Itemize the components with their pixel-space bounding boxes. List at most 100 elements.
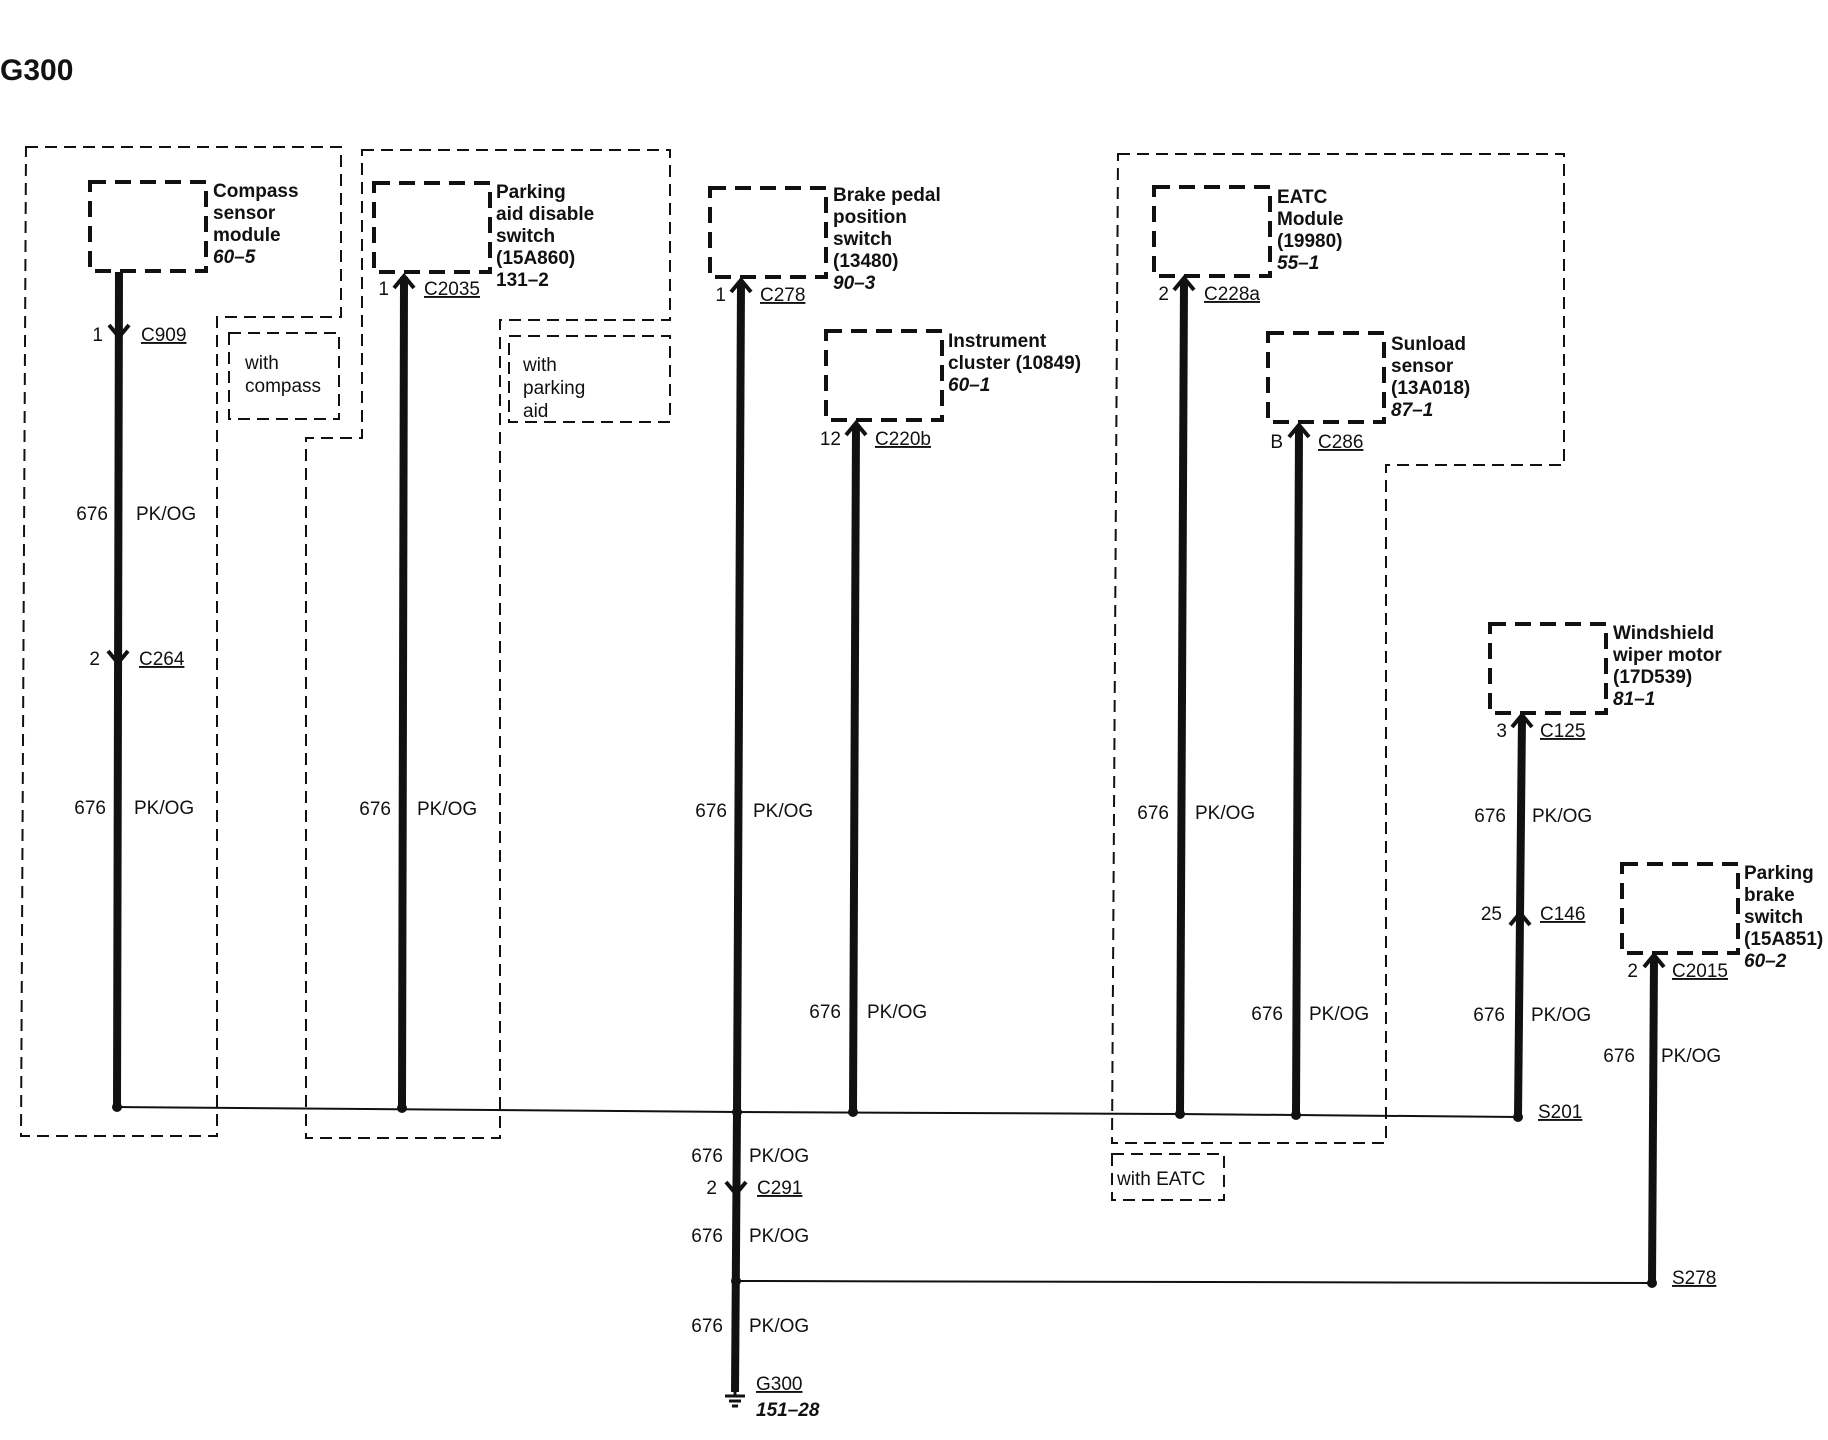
svg-text:module: module [213,225,281,246]
component-label-sunload: Sunload sensor (13A018) 87–1 [1391,334,1470,421]
eatc-module-box [1152,185,1272,278]
svg-text:PK/OG: PK/OG [134,798,194,819]
svg-text:C264: C264 [139,649,185,670]
svg-text:PK/OG: PK/OG [1531,1005,1591,1026]
splice-node-s201 [1513,1112,1523,1122]
svg-text:676: 676 [359,799,391,820]
svg-text:1: 1 [715,285,726,306]
svg-text:(13A018): (13A018) [1391,378,1470,399]
wire-label: 676 PK/OG [1137,803,1255,824]
wire-label: 676 PK/OG [809,1002,927,1023]
svg-text:wiper motor: wiper motor [1612,645,1722,666]
svg-text:cluster (10849): cluster (10849) [948,353,1081,374]
svg-text:with: with [244,353,279,374]
svg-text:3: 3 [1496,721,1507,742]
svg-text:position: position [833,207,907,228]
svg-text:compass: compass [245,376,321,397]
wire-label: 676 PK/OG [691,1226,809,1247]
svg-text:(15A851): (15A851) [1744,929,1823,950]
svg-text:676: 676 [74,798,106,819]
svg-text:PK/OG: PK/OG [749,1226,809,1247]
option-label-compass: with compass [244,353,321,397]
svg-text:1: 1 [378,279,389,300]
wire-label: 676 PK/OG [1603,1046,1721,1067]
svg-text:Windshield: Windshield [1613,623,1714,644]
sunload-sensor-box [1266,331,1386,424]
svg-text:676: 676 [1603,1046,1635,1067]
connector-c220b: 12 C220b [820,429,931,450]
svg-text:2: 2 [89,649,100,670]
svg-text:2: 2 [706,1178,717,1199]
wire-label: 676 PK/OG [695,801,813,822]
instrument-cluster-box [824,329,944,422]
svg-text:60–5: 60–5 [213,247,256,268]
wire-label: 676 PK/OG [1474,806,1592,827]
svg-text:G300: G300 [756,1374,802,1395]
svg-text:676: 676 [1474,806,1506,827]
svg-text:151–28: 151–28 [756,1400,820,1421]
wire-ground-trunk [731,1111,741,1393]
svg-text:C291: C291 [757,1178,802,1199]
connector-c228a: 2 C228a [1158,284,1260,305]
wire-label: 676 PK/OG [76,504,196,525]
ground-bus-main [116,1106,1519,1118]
splice-node [112,1102,122,1112]
brake-pedal-switch-box [708,186,828,279]
connector-c286: B C286 [1270,432,1363,453]
connector-c2035: 1 C2035 [378,279,480,300]
connector-chevron-c286 [1287,421,1311,439]
svg-text:parking: parking [523,378,585,399]
svg-text:PK/OG: PK/OG [1532,806,1592,827]
svg-text:25: 25 [1481,904,1502,925]
svg-text:(13480): (13480) [833,251,899,272]
svg-text:C2035: C2035 [424,279,480,300]
connector-c125: 3 C125 [1496,721,1585,742]
svg-text:C220b: C220b [875,429,931,450]
svg-text:sensor: sensor [213,203,276,224]
svg-text:EATC: EATC [1277,187,1328,208]
connector-c291: 2 C291 [706,1178,802,1199]
parking-brake-switch-box [1620,862,1740,955]
connector-chevron-c220b [844,419,868,437]
svg-text:aid disable: aid disable [496,204,594,225]
svg-text:C146: C146 [1540,904,1585,925]
wire-label: 676 PK/OG [691,1316,809,1337]
connector-c146: 25 C146 [1481,904,1586,925]
component-label-compass: Compass sensor module 60–5 [213,181,299,268]
option-label-box-eatc [1111,1153,1225,1201]
wire-label: 676 PK/OG [1251,1004,1369,1025]
wire-label: 676 PK/OG [359,799,477,820]
wire-parking-brake [1648,956,1658,1284]
svg-text:Instrument: Instrument [948,331,1047,352]
wire-wiper [1514,716,1526,1118]
connector-chevron-c909 [107,323,131,341]
svg-text:676: 676 [691,1226,723,1247]
svg-text:B: B [1270,432,1283,453]
splice-node [1175,1109,1185,1119]
svg-text:676: 676 [809,1002,841,1023]
svg-text:87–1: 87–1 [1391,400,1433,421]
svg-text:aid: aid [523,401,548,422]
option-boundary-eatc [1110,153,1565,1144]
connector-c909: 1 C909 [92,325,186,346]
svg-text:676: 676 [691,1316,723,1337]
svg-text:Module: Module [1277,209,1344,230]
component-label-instrument-cluster: Instrument cluster (10849) 60–1 [948,331,1081,396]
connector-chevron-c264 [106,649,130,667]
svg-text:switch: switch [833,229,892,250]
svg-text:60–1: 60–1 [948,375,990,396]
compass-sensor-module-box [88,180,208,273]
svg-text:PK/OG: PK/OG [749,1146,809,1167]
svg-text:55–1: 55–1 [1277,253,1319,274]
splice-label-s201: S201 [1538,1102,1582,1123]
wire-label: 676 PK/OG [691,1146,809,1167]
component-label-wiper: Windshield wiper motor (17D539) 81–1 [1612,623,1722,710]
svg-text:131–2: 131–2 [496,270,549,291]
svg-text:Sunload: Sunload [1391,334,1466,355]
splice-node-s278 [1647,1278,1657,1288]
svg-text:(15A860): (15A860) [496,248,575,269]
svg-text:switch: switch [1744,907,1803,928]
svg-text:Parking: Parking [496,182,566,203]
svg-text:C909: C909 [141,325,186,346]
svg-text:PK/OG: PK/OG [417,799,477,820]
